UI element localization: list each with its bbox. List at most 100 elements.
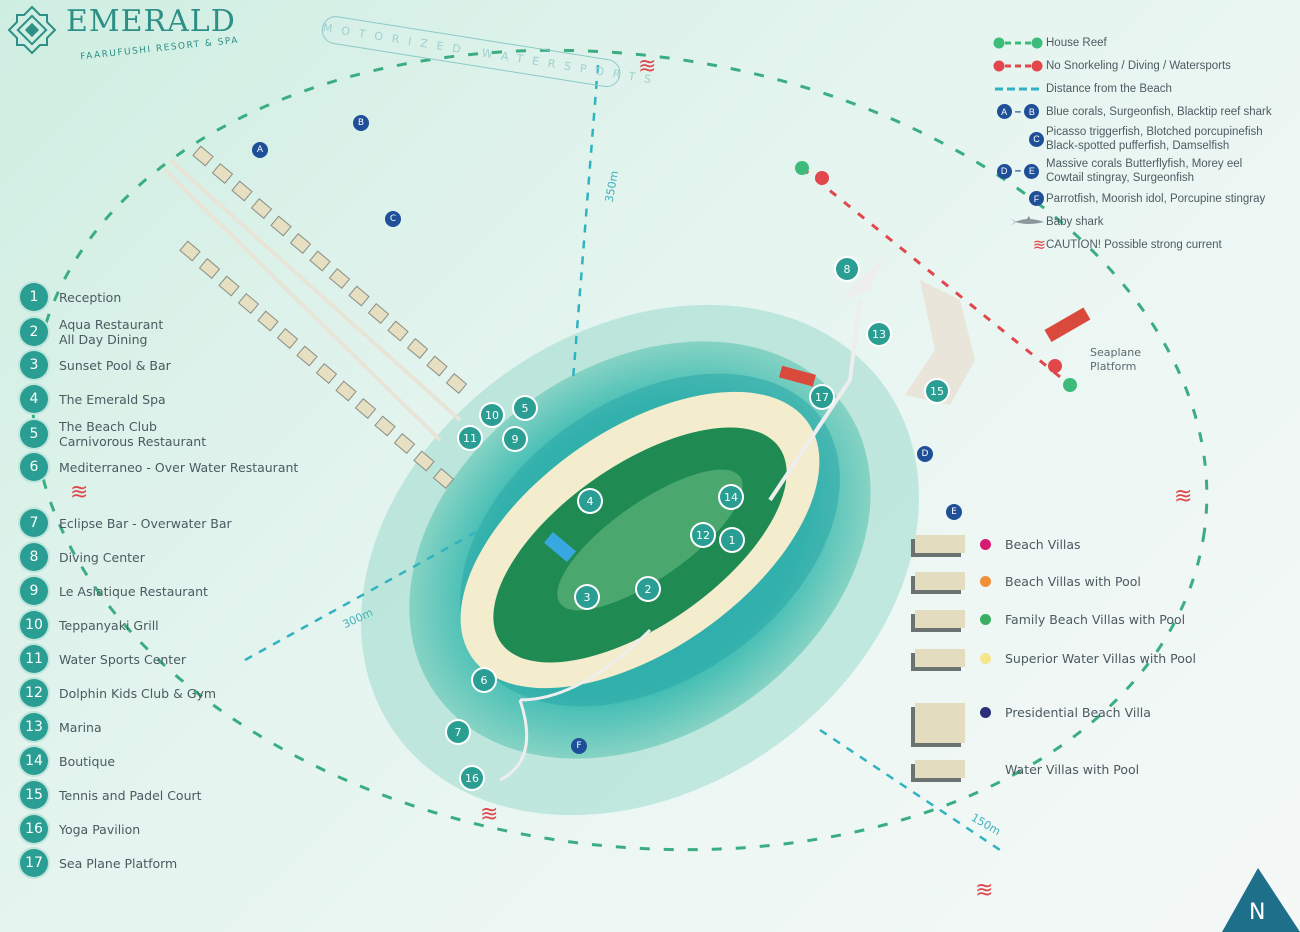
no-watersports-marker	[1048, 359, 1062, 373]
map-marker-2[interactable]: 2	[637, 578, 659, 600]
overwater-villa	[315, 363, 338, 384]
facility-number-badge: 2	[20, 318, 48, 346]
wave-current-icon: ≋	[70, 480, 89, 505]
villa-type-item: Superior Water Villas with Pool	[980, 651, 1196, 666]
dive-site-marker-d[interactable]: D	[917, 446, 933, 462]
distance-lines	[244, 64, 1001, 852]
overwater-villa	[426, 355, 448, 377]
shark-icon	[1010, 215, 1044, 226]
legend-label: House Reef	[1046, 36, 1107, 49]
map-marker-3[interactable]: 3	[576, 586, 598, 608]
wave-current-icon: ≋	[975, 878, 994, 903]
overwater-villa	[192, 145, 214, 167]
facility-number-badge: 9	[20, 577, 48, 605]
facility-label-secondary: All Day Dining	[59, 332, 148, 347]
facility-number-badge: 17	[20, 849, 48, 877]
map-marker-1[interactable]: 1	[721, 529, 743, 551]
emerald-diamond-logo-icon	[7, 5, 57, 55]
dive-site-marker-b[interactable]: B	[353, 115, 369, 131]
map-marker-8[interactable]: 8	[836, 258, 858, 280]
overwater-villa	[354, 398, 377, 419]
facility-item-14: 14 Boutique	[20, 747, 340, 775]
facility-number-badge: 4	[20, 385, 48, 413]
wave-current-icon: ≋	[480, 802, 499, 827]
dive-site-marker-e[interactable]: E	[946, 504, 962, 520]
facility-label: Tennis and Padel Court	[59, 787, 202, 803]
map-marker-12[interactable]: 12	[692, 524, 714, 546]
villa-type-illustration	[915, 572, 965, 590]
overwater-villa	[276, 328, 299, 349]
facility-number-badge: 11	[20, 645, 48, 673]
overwater-villa	[179, 240, 201, 262]
map-marker-4[interactable]: 4	[579, 490, 601, 512]
map-marker-11[interactable]: 11	[459, 427, 481, 449]
distance-line-icon	[995, 87, 1041, 90]
villa-type-illustration	[915, 649, 965, 667]
overwater-villas	[179, 145, 468, 489]
brand-logo: EMERALD FAARUFUSHI RESORT & SPA	[6, 4, 239, 62]
legend-label: Baby shark	[1046, 215, 1104, 228]
villa-type-label: Beach Villas	[1005, 537, 1081, 552]
facility-label: Reception	[59, 289, 122, 305]
facility-label: Boutique	[59, 753, 116, 769]
facility-label: Sunset Pool & Bar	[59, 357, 171, 373]
villa-type-illustration	[915, 610, 965, 628]
map-marker-6[interactable]: 6	[473, 669, 495, 691]
overwater-villa	[250, 198, 273, 219]
legend-caution: ≋ CAUTION! Possible strong current	[990, 233, 1300, 256]
legend-shark: Baby shark	[990, 210, 1300, 233]
legend-site-de: D – E Massive corals Butterflyfish, More…	[990, 155, 1300, 187]
map-marker-10[interactable]: 10	[481, 404, 503, 426]
dive-site-marker-f[interactable]: F	[571, 738, 587, 754]
map-legend: House Reef No Snorkeling / Diving / Wate…	[990, 31, 1300, 256]
overwater-villa	[374, 415, 396, 437]
villa-color-dot	[980, 707, 991, 718]
overwater-villa	[335, 380, 357, 402]
map-marker-16[interactable]: 16	[461, 767, 483, 789]
overwater-villa	[413, 450, 435, 472]
no-snorkeling-line-icon	[993, 60, 1043, 71]
dive-site-marker-a[interactable]: A	[252, 142, 268, 158]
map-marker-5[interactable]: 5	[514, 397, 536, 419]
facility-label: Aqua Restaurant	[59, 317, 164, 332]
overwater-villa	[211, 163, 234, 184]
dive-site-marker-c[interactable]: C	[385, 211, 401, 227]
villa-color-dot	[980, 764, 991, 775]
legend-label: Distance from the Beach	[1046, 82, 1172, 95]
map-marker-17[interactable]: 17	[811, 386, 833, 408]
villa-type-label: Presidential Beach Villa	[1005, 705, 1151, 720]
overwater-villa	[270, 215, 292, 237]
facility-number-badge: 14	[20, 747, 48, 775]
legend-label: Picasso triggerfish, Blotched porcupinef…	[1046, 126, 1263, 138]
facility-label: Marina	[59, 719, 102, 735]
facility-label: Diving Center	[59, 549, 145, 565]
villa-color-dot	[980, 539, 991, 550]
facility-label: Teppanyaki Grill	[59, 617, 159, 633]
facility-number-badge: 13	[20, 713, 48, 741]
seaplane	[779, 307, 1091, 387]
overwater-villa	[231, 180, 253, 202]
map-marker-7[interactable]: 7	[447, 721, 469, 743]
legend-label: Parrotfish, Moorish idol, Porcupine stin…	[1046, 192, 1266, 205]
map-marker-13[interactable]: 13	[868, 323, 890, 345]
north-compass	[1222, 868, 1300, 932]
house-reef-line-icon	[993, 37, 1043, 48]
map-marker-15[interactable]: 15	[926, 380, 948, 402]
diving-center-boat	[840, 255, 885, 300]
facility-label: The Beach Club	[59, 419, 157, 434]
brand-name: EMERALD	[66, 4, 236, 39]
legend-site-ab: A – B Blue corals, Surgeonfish, Blacktip…	[990, 100, 1300, 123]
facility-label: Water Sports Center	[59, 651, 187, 667]
map-marker-9[interactable]: 9	[504, 428, 526, 450]
facility-number-badge: 10	[20, 611, 48, 639]
villa-type-label: Beach Villas with Pool	[1005, 574, 1141, 589]
facility-item-10: 10 Teppanyaki Grill	[20, 611, 340, 639]
map-marker-14[interactable]: 14	[720, 486, 742, 508]
villa-type-illustration	[915, 760, 965, 778]
